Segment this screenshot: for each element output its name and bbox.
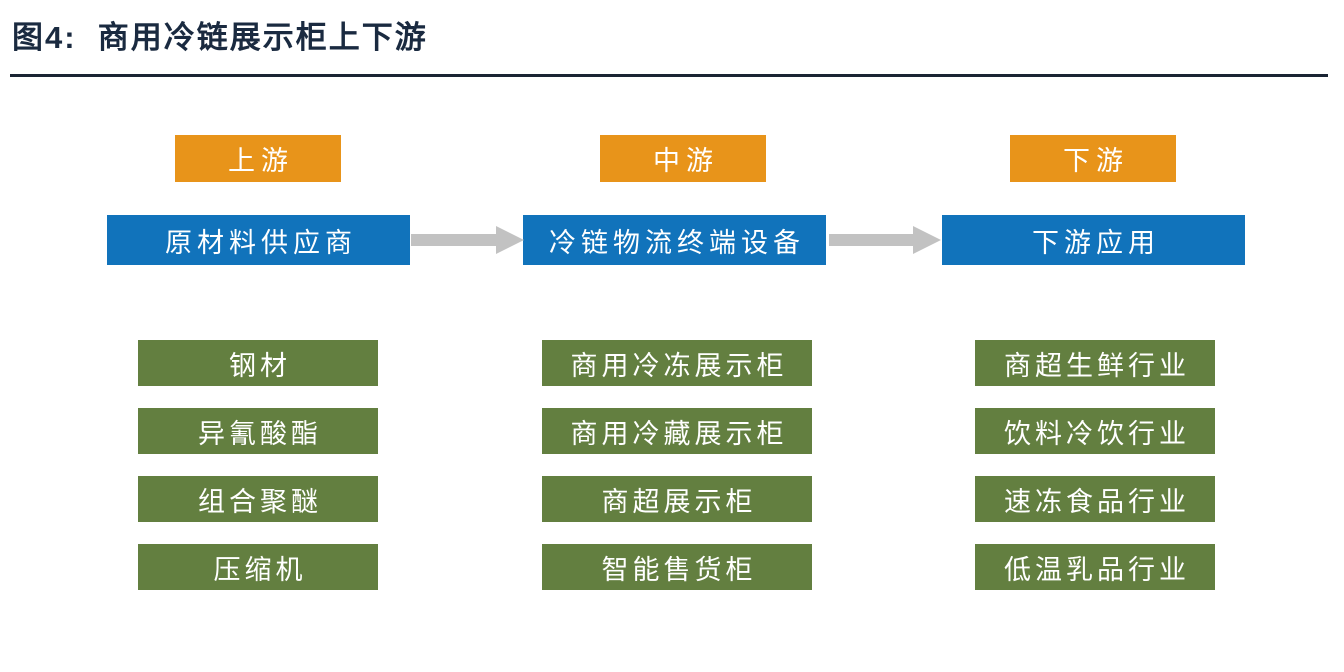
arrow-shaft [829,234,914,246]
list-item: 低温乳品行业 [975,544,1215,590]
stage-box-midstream: 中游 [600,135,766,182]
list-item: 钢材 [138,340,378,386]
list-item: 商用冷冻展示柜 [542,340,812,386]
list-item: 饮料冷饮行业 [975,408,1215,454]
arrow-head-icon [496,226,524,254]
list-item: 商用冷藏展示柜 [542,408,812,454]
list-item: 商超展示柜 [542,476,812,522]
list-item: 压缩机 [138,544,378,590]
node-box-raw-materials: 原材料供应商 [107,215,410,265]
stage-box-downstream: 下游 [1010,135,1176,182]
stage-box-upstream: 上游 [175,135,341,182]
list-item: 组合聚醚 [138,476,378,522]
arrow-head-icon [913,226,941,254]
arrow-shaft [411,234,497,246]
node-box-cold-chain-equipment: 冷链物流终端设备 [523,215,826,265]
list-item: 速冻食品行业 [975,476,1215,522]
figure-title: 图4: 商用冷链展示柜上下游 [12,20,428,55]
title-divider [10,74,1328,77]
node-box-downstream-application: 下游应用 [942,215,1245,265]
list-item: 商超生鲜行业 [975,340,1215,386]
list-item: 异氰酸酯 [138,408,378,454]
list-item: 智能售货柜 [542,544,812,590]
